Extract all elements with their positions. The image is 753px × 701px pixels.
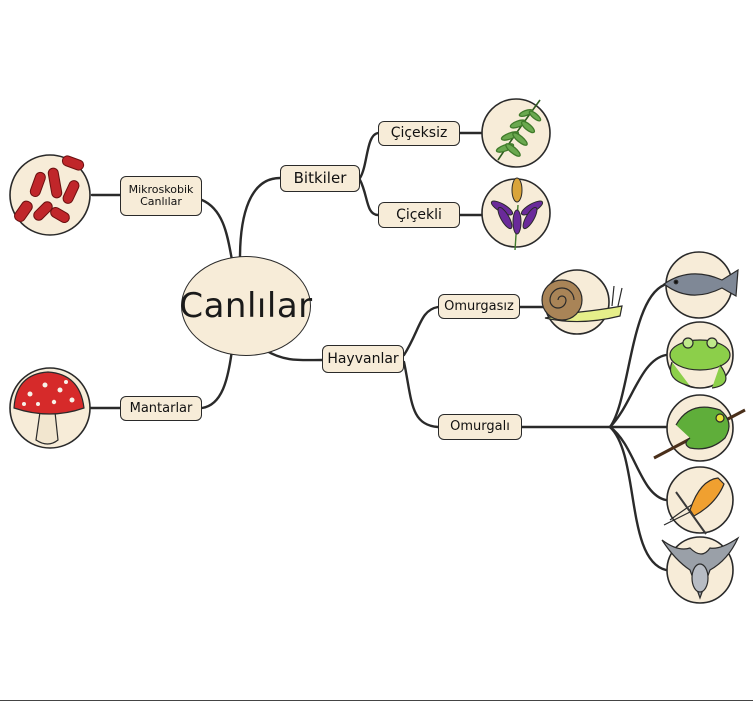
frog-icon: [669, 337, 731, 389]
connector-center-plants: [238, 176, 282, 260]
connector-vert-frog: [608, 353, 668, 429]
connector-plants-flowering: [358, 178, 380, 217]
connector-center-fungi: [200, 348, 234, 410]
node-microscopic-line2: Canlılar: [140, 195, 182, 208]
center-node-label: Canlılar: [179, 286, 313, 326]
center-node: Canlılar: [179, 256, 313, 356]
node-animals-label: Hayvanlar: [327, 350, 399, 367]
fern-icon: [495, 99, 542, 161]
flower-icon: [490, 177, 544, 251]
bat-icon: [661, 536, 740, 600]
chameleon-icon: [653, 406, 746, 460]
bird-icon: [663, 477, 725, 535]
node-invertebrates: Omurgasız: [438, 294, 520, 319]
connector-plants-flowerless: [358, 131, 380, 180]
fish-icon: [662, 268, 739, 297]
connector-animals-vert: [402, 360, 440, 429]
node-flowerless: Çiçeksiz: [378, 121, 460, 146]
node-plants: Bitkiler: [280, 165, 360, 192]
connector-vert-fish: [608, 283, 666, 429]
node-vertebrates: Omurgalı: [438, 414, 522, 440]
node-flowering: Çiçekli: [378, 202, 460, 228]
connector-animals-invert: [402, 305, 440, 357]
node-vertebrates-label: Omurgalı: [450, 419, 510, 435]
node-invertebrates-label: Omurgasız: [444, 298, 514, 314]
connector-center-microscopic: [200, 198, 234, 262]
node-fungi: Mantarlar: [120, 396, 202, 421]
node-microscopic-line1: Mikroskobik: [128, 183, 194, 197]
connector-center-animals: [263, 348, 324, 362]
node-animals: Hayvanlar: [322, 345, 404, 373]
node-microscopic: Mikroskobik Canlılar: [120, 176, 202, 216]
node-flowerless-label: Çiçeksiz: [390, 125, 448, 142]
connector-vert-bird: [608, 425, 668, 502]
node-flowering-label: Çiçekli: [396, 206, 442, 223]
mushroom-icon: [13, 371, 85, 445]
node-fungi-label: Mantarlar: [129, 400, 193, 416]
bacteria-circle: [9, 154, 91, 236]
snail-icon: [541, 279, 623, 323]
node-plants-label: Bitkiler: [293, 168, 347, 187]
bacteria-icon: [14, 155, 85, 223]
connector-vert-bat: [608, 425, 668, 572]
